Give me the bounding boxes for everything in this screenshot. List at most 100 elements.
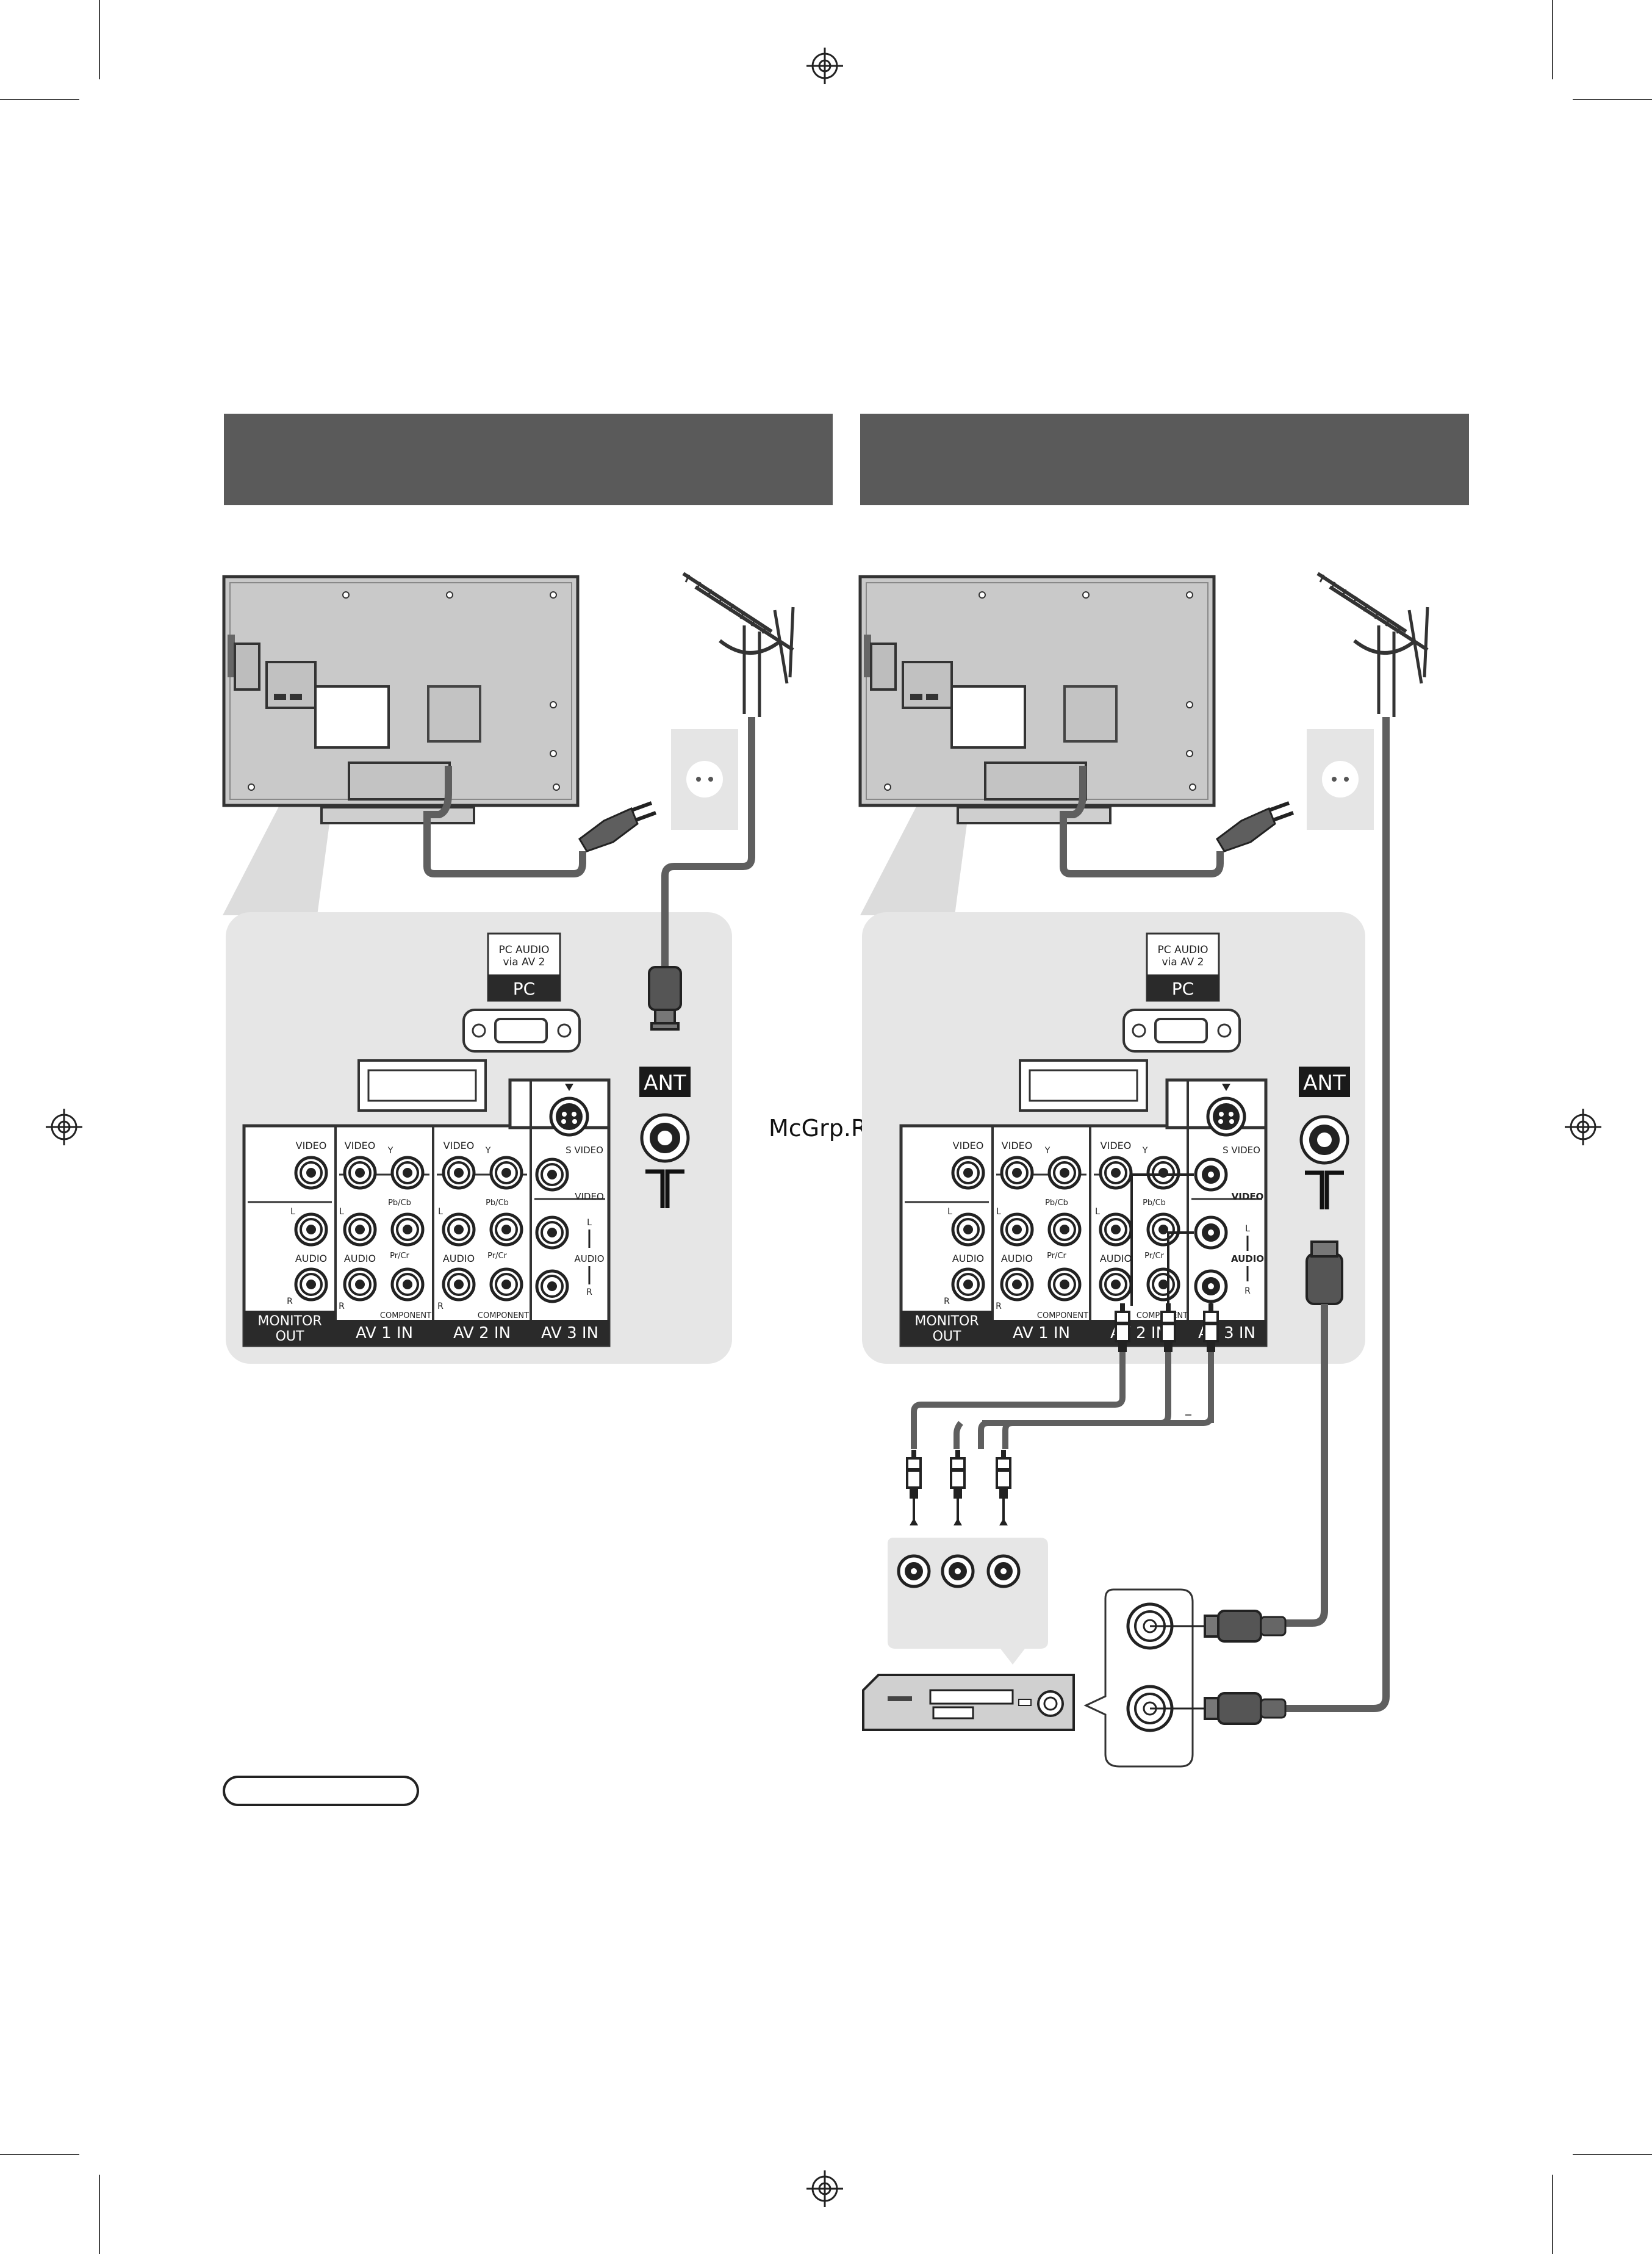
label-pb: Pb/Cb bbox=[388, 1198, 411, 1208]
jack bbox=[296, 1269, 326, 1300]
ant-label-right: ANT bbox=[1303, 1071, 1346, 1095]
jack-panel-left: VIDEO L AUDIO R VIDEO Y L Pb/Cb AUDIO Pr… bbox=[242, 1078, 611, 1347]
label-audio: AUDIO bbox=[1231, 1253, 1264, 1264]
jack bbox=[953, 1158, 983, 1188]
label-component: COMPONENT bbox=[1037, 1311, 1088, 1320]
wall-socket-right bbox=[1307, 729, 1374, 830]
av3-in-label-left: AV 3 IN bbox=[541, 1324, 598, 1342]
jack bbox=[537, 1271, 567, 1302]
jack bbox=[1002, 1214, 1032, 1245]
label-l: L bbox=[1095, 1207, 1100, 1217]
label-audio: AUDIO bbox=[952, 1253, 984, 1264]
jack bbox=[1049, 1269, 1080, 1300]
label-video: VIDEO bbox=[1232, 1191, 1264, 1202]
power-plug-left bbox=[580, 803, 656, 851]
tv-back-right bbox=[860, 577, 1214, 823]
jack-video-connected bbox=[1196, 1159, 1226, 1190]
pc-audio-via-left: via AV 2 bbox=[503, 956, 545, 968]
label-component: COMPONENT bbox=[380, 1311, 431, 1320]
tv-back-left bbox=[224, 577, 578, 823]
jack bbox=[953, 1214, 983, 1245]
jack bbox=[1148, 1214, 1179, 1245]
antenna-cable-left bbox=[661, 717, 755, 970]
s-video-jack-right bbox=[1206, 1096, 1246, 1137]
right-section-header-bar bbox=[860, 414, 1469, 505]
jack bbox=[537, 1217, 567, 1248]
label-audio: AUDIO bbox=[1001, 1253, 1033, 1264]
label-audio: AUDIO bbox=[295, 1253, 327, 1264]
antenna-right bbox=[1318, 574, 1428, 717]
label-video: VIDEO bbox=[953, 1140, 984, 1151]
registration-mark-top bbox=[806, 48, 843, 84]
ant-jack-left bbox=[640, 1113, 690, 1163]
jack bbox=[537, 1159, 567, 1190]
pc-audio-label-right: PC AUDIO bbox=[1157, 944, 1208, 956]
ant-label-left: ANT bbox=[644, 1071, 686, 1095]
vcr-device bbox=[862, 1674, 1075, 1731]
vcr-output-jack bbox=[899, 1556, 929, 1586]
rca-plug-video-vcr bbox=[906, 1449, 922, 1500]
pc-label-right: PC bbox=[1172, 979, 1194, 999]
label-video: VIDEO bbox=[1002, 1140, 1033, 1151]
label-s-video: S VIDEO bbox=[1223, 1145, 1260, 1156]
monitor-out-label2-left: OUT bbox=[276, 1329, 304, 1344]
jack bbox=[444, 1158, 474, 1188]
vcr-output-jack bbox=[988, 1556, 1019, 1586]
label-video: VIDEO bbox=[1101, 1140, 1132, 1151]
jack bbox=[1101, 1158, 1131, 1188]
antenna-left bbox=[683, 574, 793, 717]
note-box-outline bbox=[223, 1776, 419, 1806]
monitor-out-label-left: MONITOR bbox=[257, 1314, 321, 1329]
label-l: L bbox=[1245, 1224, 1250, 1234]
jack bbox=[296, 1214, 326, 1245]
left-section-header-bar bbox=[224, 414, 833, 505]
jack bbox=[444, 1269, 474, 1300]
av1-in-label-left: AV 1 IN bbox=[356, 1324, 413, 1342]
left-diagram: PC AUDIO via AV 2 PC ANT bbox=[223, 574, 793, 1806]
registration-mark-bottom bbox=[806, 2170, 843, 2207]
label-y: Y bbox=[485, 1146, 491, 1156]
label-video: VIDEO bbox=[575, 1191, 604, 1202]
jack bbox=[491, 1269, 522, 1300]
label-l: L bbox=[947, 1207, 952, 1217]
coax-plug-rf-out bbox=[1204, 1610, 1287, 1643]
label-y: Y bbox=[387, 1146, 393, 1156]
jack bbox=[1101, 1269, 1131, 1300]
monitor-out-label2-right: OUT bbox=[933, 1329, 961, 1344]
label-r: R bbox=[437, 1302, 444, 1311]
label-audio: AUDIO bbox=[1100, 1253, 1132, 1264]
jack bbox=[392, 1269, 423, 1300]
pc-audio-via-right: via AV 2 bbox=[1162, 956, 1204, 968]
s-video-jack-left bbox=[549, 1096, 589, 1137]
label-l: L bbox=[290, 1207, 295, 1217]
jack-audio-r-connected bbox=[1196, 1271, 1226, 1302]
vcr-output-jack bbox=[943, 1556, 973, 1586]
jack bbox=[491, 1214, 522, 1245]
label-audio: AUDIO bbox=[344, 1253, 376, 1264]
jack bbox=[953, 1269, 983, 1300]
label-r: R bbox=[287, 1297, 293, 1306]
power-cable-left bbox=[423, 766, 586, 877]
jack bbox=[491, 1158, 522, 1188]
pc-audio-label-left: PC AUDIO bbox=[498, 944, 549, 956]
ant-jack-right bbox=[1299, 1115, 1349, 1165]
av1-in-label-right: AV 1 IN bbox=[1013, 1324, 1070, 1342]
label-video: VIDEO bbox=[444, 1140, 475, 1151]
jack bbox=[1002, 1158, 1032, 1188]
jack bbox=[1148, 1269, 1179, 1300]
label-video: VIDEO bbox=[345, 1140, 376, 1151]
av2-in-label-left: AV 2 IN bbox=[453, 1324, 511, 1342]
power-cable-right bbox=[1060, 766, 1224, 877]
label-pr: Pr/Cr bbox=[487, 1251, 507, 1261]
vga-port-right bbox=[1154, 1018, 1208, 1043]
jack-audio-l-connected bbox=[1196, 1217, 1226, 1248]
jack bbox=[1101, 1214, 1131, 1245]
label-r: R bbox=[996, 1302, 1002, 1311]
vga-port-left bbox=[494, 1018, 548, 1043]
power-plug-right bbox=[1217, 803, 1293, 851]
ant-coax-plug-right bbox=[1305, 1253, 1343, 1305]
label-l: L bbox=[996, 1207, 1001, 1217]
label-r: R bbox=[1244, 1286, 1251, 1296]
label-s-video: S VIDEO bbox=[566, 1145, 603, 1156]
